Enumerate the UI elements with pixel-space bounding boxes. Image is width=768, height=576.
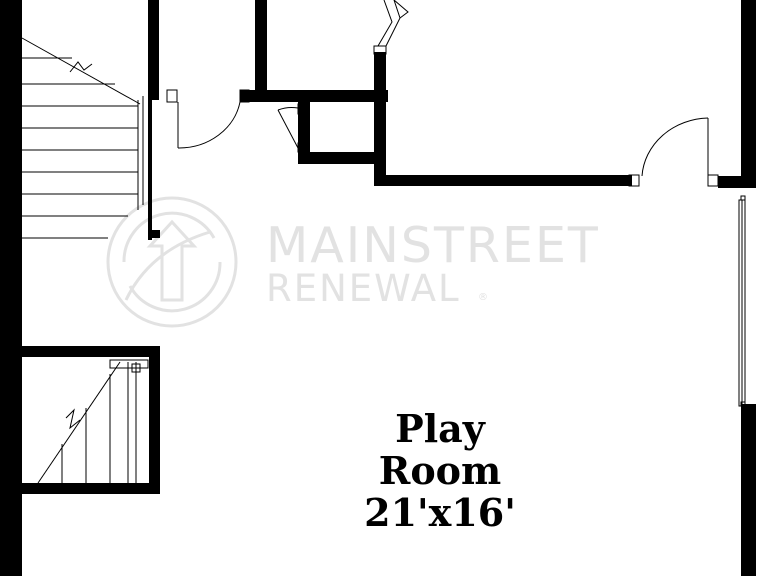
closet-wall-right [374,52,386,184]
hall-wall-bottom [374,175,632,186]
room-dimensions: 21'x16' [364,490,516,535]
lower-stair-wall-top [22,346,160,357]
watermark: MAINSTREET RENEWAL ® [106,196,600,328]
watermark-registered-mark: ® [478,292,488,303]
closet-wall-left [255,0,267,102]
lower-staircase [37,359,149,484]
watermark-line2: RENEWAL [266,267,461,310]
closet-wall-bottom [240,90,388,102]
upper-staircase [21,37,144,239]
small-closet-wall [298,102,310,162]
watermark-logo-icon [106,196,238,328]
lower-stair-wall-right [149,346,160,494]
small-closet-bottom [298,152,386,164]
play-room-label: Play Room 21'x16' [310,408,570,534]
lower-stair-wall-bottom [22,483,160,494]
watermark-line1: MAINSTREET [266,217,600,274]
interior-walls [22,0,632,494]
room-name-line1: Play [395,406,485,451]
right-wall-stub [718,176,746,188]
left-outer-wall [0,0,22,576]
stair-wall-lower [148,100,152,240]
doors [166,0,719,187]
door-swing-arc [177,101,241,149]
right-outer-wall-lower [741,404,756,576]
stair-wall-vertical [148,0,159,100]
window [738,195,746,407]
right-outer-wall-upper [741,0,756,188]
room-name-line2: Room [378,448,502,493]
